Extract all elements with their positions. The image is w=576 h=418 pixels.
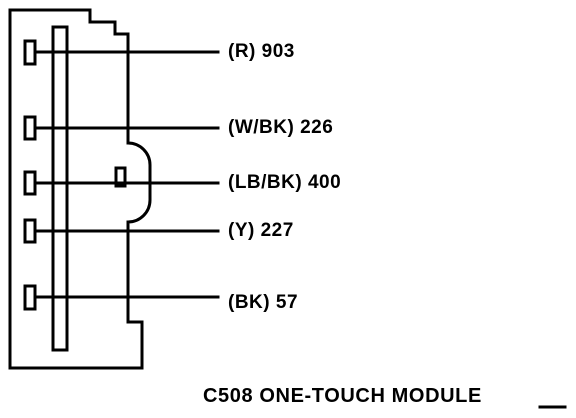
connector-caption: C508 ONE-TOUCH MODULE bbox=[203, 385, 482, 407]
wire-label-5: (BK) 57 bbox=[228, 292, 299, 313]
wire-label-1: (R) 903 bbox=[228, 41, 295, 62]
wire-label-4: (Y) 227 bbox=[228, 220, 294, 241]
connector-housing-outline bbox=[8, 8, 152, 370]
connector-latch-tab bbox=[114, 166, 127, 188]
wire-label-3: (LB/BK) 400 bbox=[228, 172, 342, 193]
connector-inner-bar bbox=[51, 25, 69, 352]
wire-label-2: (W/BK) 226 bbox=[228, 117, 334, 138]
